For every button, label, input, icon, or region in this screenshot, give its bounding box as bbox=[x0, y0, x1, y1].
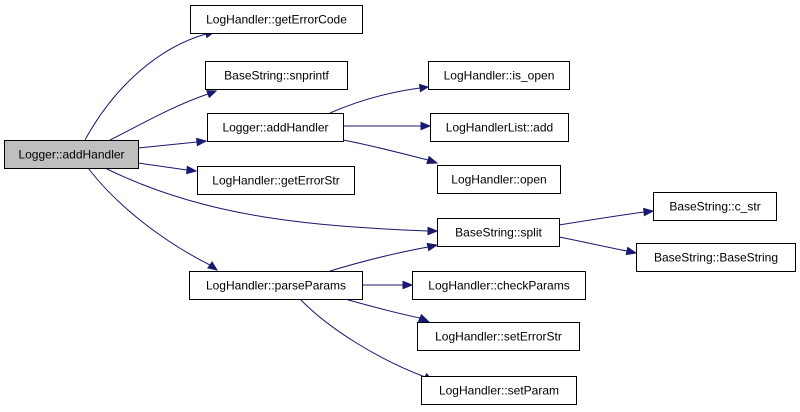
node-box[interactable] bbox=[430, 113, 569, 142]
arrowhead bbox=[625, 246, 638, 256]
arrowhead bbox=[417, 313, 431, 323]
nodes-layer: Logger::addHandler LogHandler::getErrorCo… bbox=[4, 5, 796, 405]
node-box[interactable] bbox=[197, 166, 355, 195]
arrowhead bbox=[206, 90, 218, 99]
node-box[interactable] bbox=[207, 113, 344, 142]
edge-split-to-BaseString bbox=[558, 236, 638, 256]
node-box[interactable] bbox=[653, 192, 777, 221]
edge-line bbox=[137, 141, 198, 149]
node-is_open[interactable]: LogHandler::is_open bbox=[428, 61, 570, 90]
edge-line bbox=[342, 139, 429, 161]
arrowhead bbox=[196, 137, 208, 147]
node-setParam[interactable]: LogHandler::setParam bbox=[421, 376, 577, 405]
node-box[interactable] bbox=[437, 165, 561, 194]
edge-line bbox=[558, 236, 628, 252]
edge-root-to-addHandler bbox=[137, 137, 208, 149]
edge-root-to-getErrorCode bbox=[84, 29, 216, 141]
arrowhead bbox=[186, 165, 198, 175]
node-label: LogHandler::checkParams bbox=[428, 279, 569, 293]
edge-parseParams-to-setErrorStr bbox=[344, 298, 431, 323]
node-addHandler[interactable]: Logger::addHandler bbox=[207, 113, 344, 142]
node-box[interactable] bbox=[417, 322, 580, 351]
node-label: Logger::addHandler bbox=[222, 121, 328, 135]
edge-root-to-snprintf bbox=[109, 90, 218, 141]
edge-line bbox=[109, 93, 209, 141]
arrowhead bbox=[426, 155, 439, 164]
node-box[interactable] bbox=[421, 376, 577, 405]
node-split[interactable]: BaseString::split bbox=[437, 218, 560, 247]
arrowhead bbox=[402, 280, 414, 290]
node-box[interactable] bbox=[190, 5, 363, 34]
edge-addHandler-to-listAdd bbox=[343, 121, 432, 131]
edge-parseParams-to-setParam bbox=[299, 298, 435, 382]
edge-line bbox=[104, 167, 429, 232]
node-label: BaseString::split bbox=[455, 226, 542, 240]
edge-line bbox=[558, 211, 645, 226]
node-box[interactable] bbox=[205, 61, 348, 90]
arrowhead bbox=[427, 226, 439, 236]
node-label: BaseString::snprintf bbox=[224, 69, 329, 83]
node-c_str[interactable]: BaseString::c_str bbox=[653, 192, 777, 221]
node-listAdd[interactable]: LogHandlerList::add bbox=[430, 113, 569, 142]
node-open[interactable]: LogHandler::open bbox=[437, 165, 561, 194]
edge-line bbox=[137, 162, 188, 171]
node-box[interactable] bbox=[636, 243, 796, 272]
node-label: LogHandler::getErrorStr bbox=[212, 174, 339, 188]
edge-parseParams-to-split bbox=[329, 242, 439, 272]
node-setErrorStr[interactable]: LogHandler::setErrorStr bbox=[417, 322, 580, 351]
edge-line bbox=[329, 87, 421, 114]
node-label: LogHandler::setParam bbox=[439, 384, 559, 398]
edge-addHandler-to-is_open bbox=[329, 83, 430, 114]
edge-line bbox=[84, 33, 207, 141]
edge-root-to-split bbox=[104, 167, 439, 236]
edge-root-to-parseParams bbox=[87, 167, 219, 271]
node-BaseString[interactable]: BaseString::BaseString bbox=[636, 243, 796, 272]
node-label: BaseString::c_str bbox=[669, 200, 760, 214]
node-box[interactable] bbox=[428, 61, 570, 90]
node-getErrorCode[interactable]: LogHandler::getErrorCode bbox=[190, 5, 363, 34]
node-box[interactable] bbox=[412, 271, 586, 300]
edge-line bbox=[344, 298, 421, 319]
node-box[interactable] bbox=[4, 140, 139, 169]
arrowhead bbox=[418, 83, 430, 93]
edge-addHandler-to-open bbox=[342, 139, 439, 164]
node-parseParams[interactable]: LogHandler::parseParams bbox=[189, 271, 363, 300]
arrowhead bbox=[207, 261, 219, 271]
edge-parseParams-to-checkParams bbox=[362, 280, 414, 290]
node-label: LogHandler::is_open bbox=[444, 69, 555, 83]
node-label: LogHandler::parseParams bbox=[206, 279, 346, 293]
edge-root-to-getErrorStr bbox=[137, 162, 198, 175]
node-box[interactable] bbox=[437, 218, 560, 247]
edge-line bbox=[329, 246, 429, 272]
node-label: LogHandlerList::add bbox=[446, 121, 553, 135]
arrowhead bbox=[426, 242, 439, 252]
edge-line bbox=[299, 298, 426, 378]
arrowhead bbox=[420, 121, 432, 131]
node-root[interactable]: Logger::addHandler bbox=[4, 140, 139, 169]
node-snprintf[interactable]: BaseString::snprintf bbox=[205, 61, 348, 90]
node-label: LogHandler::getErrorCode bbox=[206, 13, 347, 27]
node-checkParams[interactable]: LogHandler::checkParams bbox=[412, 271, 586, 300]
node-box[interactable] bbox=[189, 271, 363, 300]
node-label: LogHandler::setErrorStr bbox=[435, 330, 562, 344]
node-label: Logger::addHandler bbox=[18, 148, 124, 162]
node-getErrorStr[interactable]: LogHandler::getErrorStr bbox=[197, 166, 355, 195]
node-label: BaseString::BaseString bbox=[654, 251, 778, 265]
node-label: LogHandler::open bbox=[451, 173, 546, 187]
edge-line bbox=[87, 167, 211, 266]
edge-split-to-c_str bbox=[558, 207, 655, 226]
arrowhead bbox=[643, 207, 655, 217]
